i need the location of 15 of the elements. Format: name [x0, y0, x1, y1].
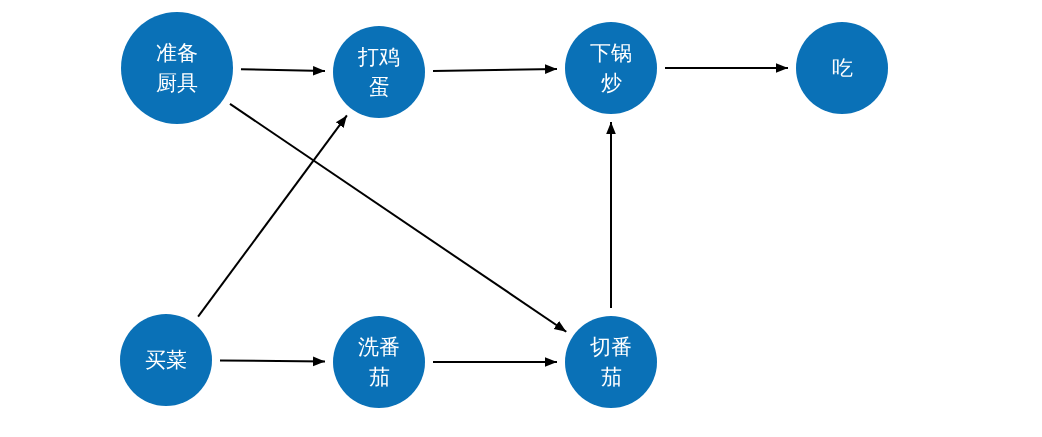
node-label: 打鸡蛋 [357, 43, 401, 101]
arrow [240, 65, 326, 76]
arrow [197, 114, 348, 318]
arrow [664, 63, 789, 73]
node-label: 切番茄 [589, 333, 633, 391]
node-label: 准备厨具 [155, 39, 199, 97]
arrow [229, 102, 568, 333]
node-label: 下锅炒 [589, 39, 633, 97]
arrow [432, 357, 558, 367]
arrow [219, 356, 326, 367]
arrow [606, 121, 616, 309]
node-label: 洗番茄 [357, 333, 401, 391]
node-label: 吃 [830, 54, 854, 82]
arrow [432, 64, 558, 74]
node-label: 买菜 [144, 346, 188, 374]
